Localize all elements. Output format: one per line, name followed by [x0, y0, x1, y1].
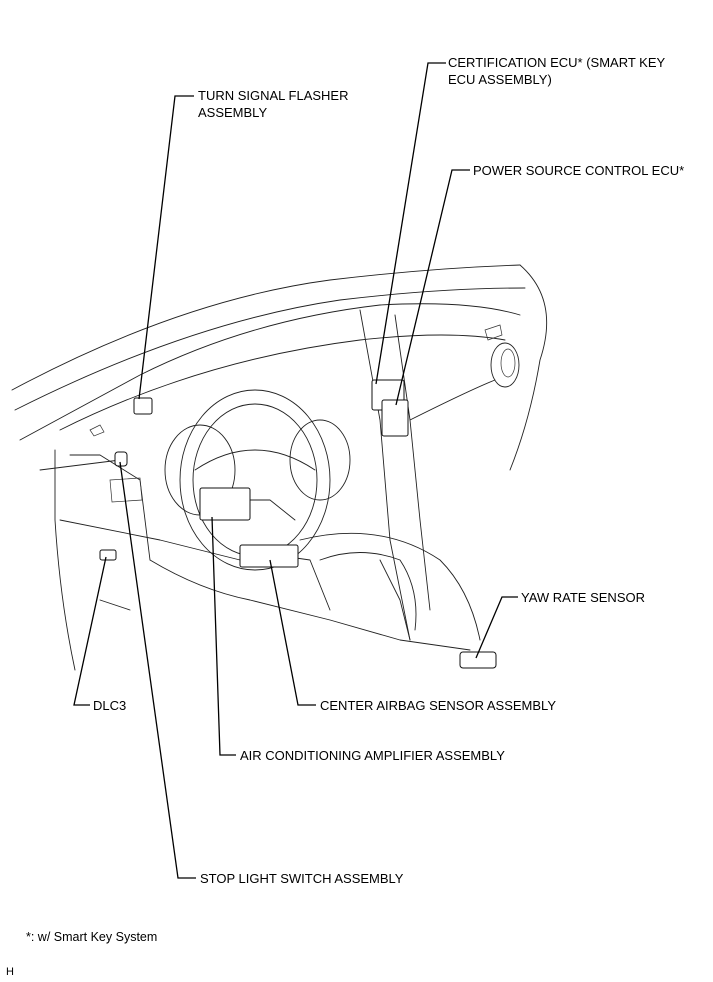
corner-mark: H: [6, 966, 14, 978]
dlc3-label: DLC3: [93, 698, 127, 713]
turn-signal-flasher-part: [133, 397, 153, 415]
power-source-ecu-part: [381, 399, 409, 437]
center-airbag-sensor-part: [239, 544, 299, 568]
footnote: *: w/ Smart Key System: [26, 930, 158, 944]
stop-light-switch-label: STOP LIGHT SWITCH ASSEMBLY: [200, 871, 404, 886]
air-conditioning-amplifier-label: AIR CONDITIONING AMPLIFIER ASSEMBLY: [240, 748, 505, 763]
leader-lines: [73, 62, 518, 879]
yaw-rate-sensor-label: YAW RATE SENSOR: [521, 590, 645, 605]
steering-wheel: [164, 389, 351, 571]
stop-light-switch-part: [114, 451, 128, 467]
center-airbag-sensor-label: CENTER AIRBAG SENSOR ASSEMBLY: [320, 698, 556, 713]
certification-ecu-label: CERTIFICATION ECU* (SMART KEY ECU ASSEMB…: [448, 55, 666, 87]
air-conditioning-amplifier-part: [199, 487, 251, 521]
dashboard-outline: [11, 264, 548, 671]
turn-signal-flasher-label: TURN SIGNAL FLASHER ASSEMBLY: [198, 88, 349, 120]
power-source-ecu-label: POWER SOURCE CONTROL ECU*: [473, 163, 685, 178]
dlc3-part: [99, 549, 117, 561]
